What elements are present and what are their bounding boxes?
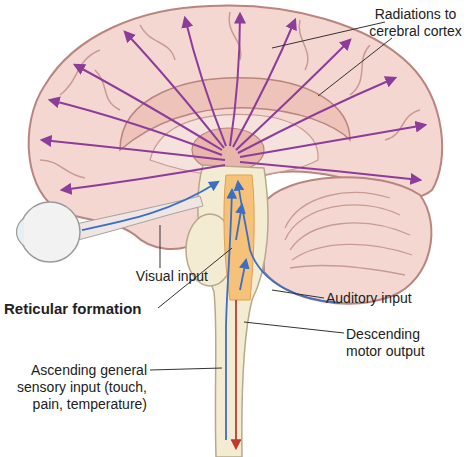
part-label: Descending motor output — [346, 326, 458, 360]
eyeball — [20, 202, 80, 262]
brainstem — [198, 165, 268, 457]
motor-output-arrow — [235, 300, 237, 448]
cerebellum-folia — [285, 192, 412, 275]
cornea — [17, 218, 25, 246]
title-label: Reticular formation — [4, 300, 164, 317]
part-label: Auditory input — [326, 290, 466, 307]
optic-nerve — [76, 196, 203, 240]
gyri-lines — [40, 12, 420, 178]
cerebellum — [262, 177, 431, 303]
part-label: Ascending general sensory input (touch, … — [12, 362, 147, 413]
part-label: Visual input — [90, 268, 208, 285]
radiation-arrows — [42, 14, 425, 190]
leader-lines — [150, 22, 392, 370]
part-label: Radiations to cerebral cortex — [358, 6, 473, 40]
